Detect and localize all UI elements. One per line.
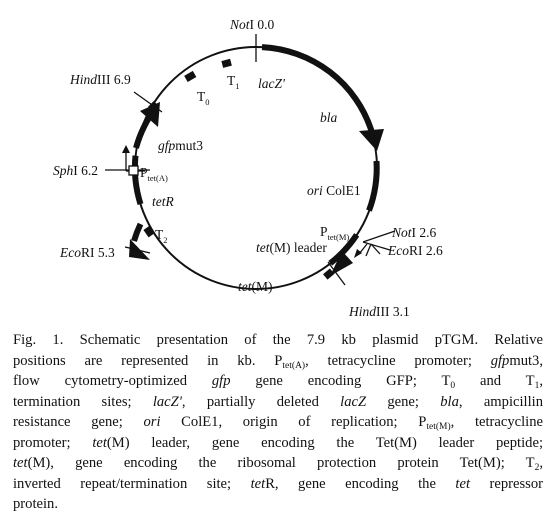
caption-segment: gfp	[490, 352, 510, 369]
gene-bar-ori	[366, 160, 380, 212]
gene-bar-tetm	[328, 233, 360, 266]
caption-segment: lacZ	[340, 393, 367, 410]
caption-segment: 0	[450, 381, 456, 391]
feature-label-ori: ori ColE1	[307, 183, 361, 198]
feature-label-t0: T0	[197, 89, 210, 107]
promoter-arrowhead-pteta	[122, 145, 130, 153]
feature-label-tetr: tetR	[152, 194, 174, 209]
caption-segment: , tetracycline promoter;	[305, 352, 491, 369]
arrowhead-tetr	[129, 239, 150, 260]
promoter-arrow-ptetm-stem	[365, 243, 372, 257]
caption-segment: mut3,	[509, 352, 544, 369]
caption-segment: promoter;	[13, 434, 93, 451]
caption-segment: ,	[539, 455, 543, 471]
caption-line: positions are represented in kb. Ptet(A)…	[13, 351, 543, 372]
caption-segment: (M), gene encoding the ribosomal protect…	[27, 455, 535, 471]
promoter-arrow-ptetm-2	[370, 243, 381, 255]
caption-segment: ,	[539, 373, 543, 389]
feature-label-bla: bla	[320, 110, 338, 125]
caption-segment: tet(M)	[426, 422, 451, 432]
caption-segment: lacZ'	[152, 393, 182, 410]
tick-noti-26	[362, 230, 396, 243]
feature-label-lacz: lacZ'	[258, 76, 286, 91]
site-label-noti-26: NotI 2.6	[391, 225, 437, 240]
caption-line: resistance gene; ori ColE1, origin of re…	[13, 412, 543, 433]
promoter-arrowhead-ptetm	[354, 249, 362, 258]
caption-line: flow cytometry-optimized gfp gene encodi…	[13, 371, 543, 392]
gene-bar-gfp	[133, 114, 153, 149]
terminator-t1	[221, 58, 232, 68]
site-label-ecori-26: EcoRI 2.6	[387, 243, 443, 258]
caption-segment: inverted repeat/termination site;	[13, 475, 251, 492]
site-label-hindiii-69: HindIII 6.9	[69, 72, 131, 87]
caption-segment: tet(A)	[282, 360, 306, 371]
caption-segment: positions are represented in kb. P	[13, 352, 283, 369]
sphi-box	[128, 165, 139, 176]
caption-segment: tet	[455, 475, 471, 492]
site-label-ecori-53: EcoRI 5.3	[59, 245, 115, 260]
gene-bar-t2-tetr	[131, 222, 144, 242]
terminator-t2	[143, 226, 155, 238]
caption-segment: bla	[440, 393, 459, 410]
figure-caption: Fig. 1. Schematic presentation of the 7.…	[13, 330, 543, 515]
caption-segment: protein.	[13, 496, 58, 512]
caption-segment: and T	[455, 373, 535, 389]
caption-segment: ori	[143, 414, 161, 430]
site-label-hindiii-31: HindIII 3.1	[348, 304, 410, 319]
caption-segment: tet	[13, 455, 28, 471]
caption-segment: repressor	[470, 475, 544, 492]
caption-segment: tet	[92, 434, 107, 451]
gene-bar-lacz-bla	[261, 44, 375, 132]
caption-segment: R, gene encoding the	[265, 475, 456, 492]
caption-segment: Fig. 1. Schematic presentation of the 7.…	[13, 332, 543, 348]
feature-label-t1: T1	[227, 73, 240, 91]
arrowhead-tetm	[330, 251, 353, 276]
feature-label-tetm-leader: tet(M) leader	[256, 240, 327, 255]
hindiii-69-block	[148, 101, 159, 112]
caption-segment: tet	[250, 475, 266, 492]
tick-ecori-53	[124, 246, 151, 254]
caption-line: termination sites; lacZ', partially dele…	[13, 392, 543, 413]
site-label-noti-top: NotI 0.0	[229, 17, 275, 32]
caption-segment: ColE1, origin of replication; P	[160, 414, 427, 430]
caption-line: protein.	[13, 494, 543, 515]
feature-label-pteta-full: Ptet(A)	[140, 165, 168, 183]
tick-hindiii-69	[133, 91, 163, 113]
marker-hindiii-31	[323, 268, 335, 280]
caption-segment: gfp	[211, 373, 231, 389]
plasmid-map: NotI 0.0 HindIII 6.9 SphI 6.2 EcoRI 5.3 …	[53, 17, 443, 319]
caption-segment: gene encoding GFP; T	[230, 373, 451, 389]
feature-label-ptetm: Ptet(M)	[320, 224, 349, 242]
caption-segment: flow cytometry-optimized	[13, 373, 212, 389]
caption-line: Fig. 1. Schematic presentation of the 7.…	[13, 330, 543, 351]
feature-label-gfp: gfpmut3	[158, 138, 203, 153]
arrowhead-bla	[359, 129, 384, 151]
caption-segment: , partially deleted	[181, 393, 341, 410]
caption-segment: , ampicillin	[458, 393, 543, 410]
caption-segment: termination sites;	[13, 393, 153, 410]
gene-bar-tetr	[131, 155, 144, 206]
caption-line: inverted repeat/termination site; tetR, …	[13, 474, 543, 495]
caption-line: promoter; tet(M) leader, gene encoding t…	[13, 433, 543, 454]
tick-ecori-26	[362, 241, 391, 251]
terminator-t0	[184, 70, 197, 82]
feature-label-tetm: tet(M)	[238, 279, 273, 294]
caption-line: tet(M), gene encoding the ribosomal prot…	[13, 453, 543, 474]
caption-segment: 2	[534, 463, 540, 473]
tick-hindiii-31	[327, 261, 346, 286]
caption-segment: , tetracycline	[450, 414, 544, 430]
caption-segment: resistance gene;	[13, 414, 144, 430]
caption-segment: (M) leader, gene encoding the Tet(M) lea…	[106, 434, 543, 451]
site-label-sphi: SphI 6.2	[53, 163, 98, 178]
caption-segment: gene;	[366, 393, 441, 410]
feature-label-t2: T2	[155, 227, 168, 245]
caption-segment: 1	[534, 381, 540, 391]
